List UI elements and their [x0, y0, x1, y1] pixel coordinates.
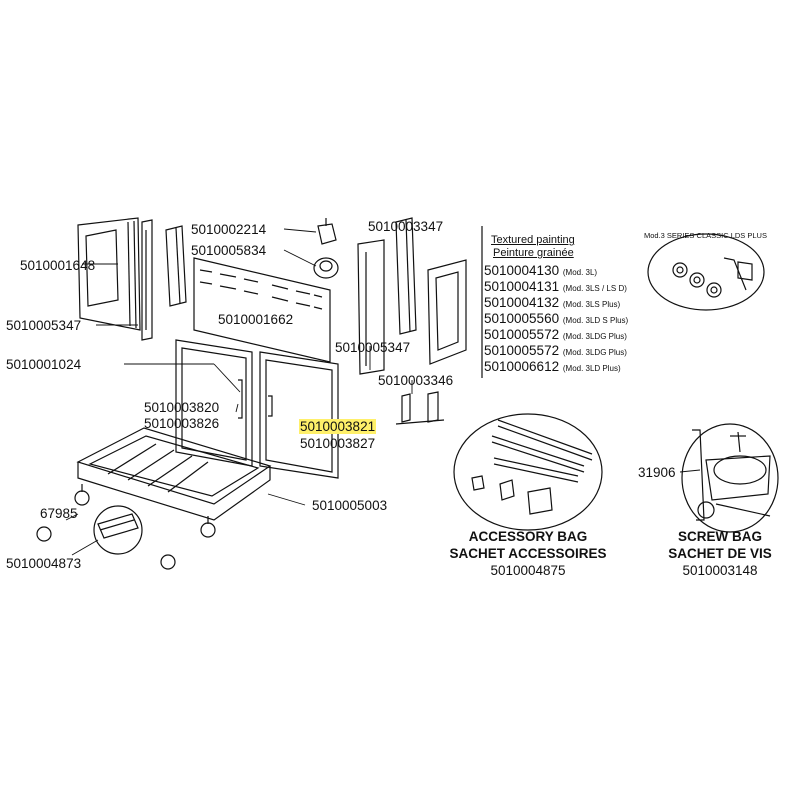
part-label-5010003821-highlighted: 5010003821: [299, 419, 377, 434]
list-part: 5010005572: [484, 327, 560, 342]
casters: [36, 484, 216, 570]
screw-bag-title-en: SCREW BAG: [678, 529, 762, 544]
list-item: 5010005572 (Mod. 3LDG Plus): [484, 343, 627, 360]
part-label-5010005003: 5010005003: [312, 498, 388, 513]
list-mod: (Mod. 3LS Plus): [562, 300, 621, 309]
screw-bag-part: 5010003148: [682, 563, 758, 578]
list-mod: (Mod. 3LD Plus): [562, 364, 621, 373]
model-callout-caption: Mod.3 SERIES CLASSIC LDS PLUS: [644, 231, 767, 240]
list-item: 5010004130 (Mod. 3L): [484, 263, 597, 280]
list-item: 5010006612 (Mod. 3LD Plus): [484, 359, 621, 376]
part-label-5010003826: 5010003826: [144, 416, 220, 431]
accessory-bag-part: 5010004875: [490, 563, 566, 578]
part-label-5010004873: 5010004873: [6, 556, 82, 571]
part-label-5010003827: 5010003827: [300, 436, 376, 451]
screw-bag-title-fr: SACHET DE VIS: [668, 546, 772, 561]
part-label-5010001662: 5010001662: [218, 312, 294, 327]
bottom-shelf-frame: [76, 427, 272, 521]
part-label-5010002214: 5010002214: [191, 222, 267, 237]
leader-lines: [65, 228, 701, 556]
right-side-panel: [427, 259, 467, 365]
part-label-5010001024: 5010001024: [6, 357, 82, 372]
list-mod: (Mod. 3LD S Plus): [562, 316, 629, 325]
part-label-5010003820: 5010003820: [144, 400, 220, 415]
list-part: 5010004130: [484, 263, 560, 278]
list-item: 5010004132 (Mod. 3LS Plus): [484, 295, 620, 312]
list-item: 5010005560 (Mod. 3LD S Plus): [484, 311, 628, 328]
list-mod: (Mod. 3L): [562, 268, 598, 277]
ignitor-parts: [313, 218, 339, 279]
left-back-upright: [165, 225, 187, 307]
accessory-bag-title-fr: SACHET ACCESSOIRES: [449, 546, 607, 561]
list-item: 5010004131 (Mod. 3LS / LS D): [484, 279, 627, 296]
list-part: 5010006612: [484, 359, 560, 374]
hinge-brackets: [395, 391, 445, 425]
list-item: 5010005572 (Mod. 3LDG Plus): [484, 327, 627, 344]
back-panel: [193, 257, 331, 363]
list-part: 5010005560: [484, 311, 560, 326]
shelf-detail-callout: [93, 505, 143, 555]
part-label-67985: 67985: [40, 506, 78, 521]
right-rear-post: [395, 217, 417, 335]
part-label-5010005347-left: 5010005347: [6, 318, 82, 333]
left-side-panel: [77, 217, 141, 331]
accessory-bag-oval: [453, 413, 603, 531]
list-mod: (Mod. 3LS / LS D): [562, 284, 627, 293]
screw-bag-oval: [681, 423, 779, 533]
list-part: 5010004132: [484, 295, 560, 310]
model-callout-oval: [647, 233, 765, 311]
list-part: 5010004131: [484, 279, 560, 294]
left-rear-post: [141, 219, 153, 341]
part-label-5010005834: 5010005834: [191, 243, 267, 258]
list-part: 5010005572: [484, 343, 560, 358]
part-label-5010003346: 5010003346: [378, 373, 454, 388]
part-label-5010001648: 5010001648: [20, 258, 96, 273]
part-label-5010003347-top: 5010003347: [368, 219, 444, 234]
accessory-bag-title-en: ACCESSORY BAG: [468, 529, 588, 544]
part-label-5010005347-mid: 5010005347: [335, 340, 411, 355]
textured-painting-title-fr: Peinture grainée: [493, 247, 574, 259]
textured-painting-title-en: Textured painting: [491, 234, 575, 246]
right-front-post: [357, 239, 385, 375]
right-door: [259, 351, 339, 479]
list-mod: (Mod. 3LDG Plus): [562, 348, 627, 357]
list-mod: (Mod. 3LDG Plus): [562, 332, 627, 341]
part-label-31906: 31906: [638, 465, 676, 480]
